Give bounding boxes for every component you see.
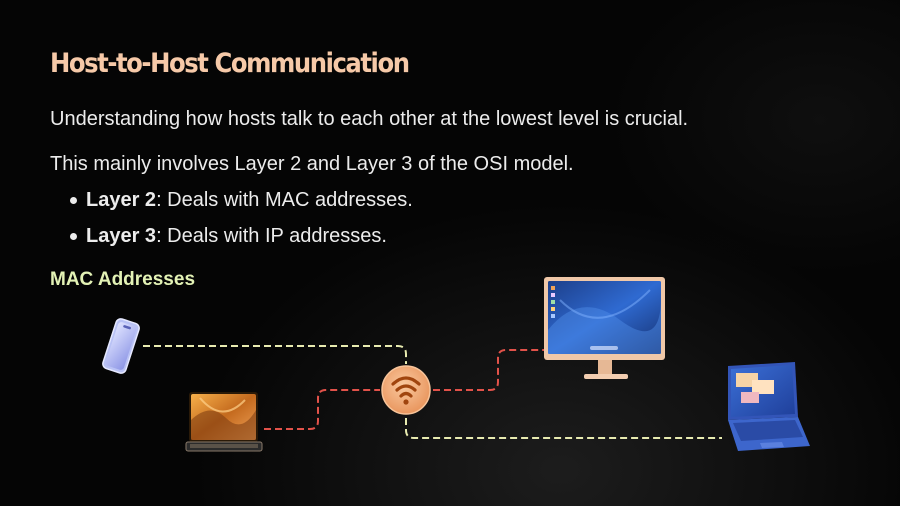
layer-2-label: Layer 2 <box>86 189 157 211</box>
layer-list: Layer 2: Deals with MAC addresses. Layer… <box>70 188 413 260</box>
list-item: Layer 3: Deals with IP addresses. <box>70 224 413 260</box>
tablet-icon <box>185 392 263 452</box>
layer-3-label: Layer 3 <box>86 225 157 247</box>
link-router-laptop <box>405 418 722 439</box>
layer-3-text: : Deals with IP addresses. <box>156 225 387 247</box>
link-phone-router <box>143 345 407 364</box>
intro-paragraph: Understanding how hosts talk to each oth… <box>50 108 689 130</box>
slide-title: Host-to-Host Communication <box>50 48 410 79</box>
link-tablet-router <box>264 389 380 430</box>
link-router-desktop <box>433 349 546 391</box>
wifi-router-icon <box>381 365 431 415</box>
laptop-icon <box>728 362 810 451</box>
list-item: Layer 2: Deals with MAC addresses. <box>70 188 413 224</box>
mac-addresses-heading: MAC Addresses <box>50 269 196 290</box>
layer-2-text: : Deals with MAC addresses. <box>156 189 413 211</box>
desktop-monitor-icon <box>544 277 665 379</box>
layers-paragraph: This mainly involves Layer 2 and Layer 3… <box>50 153 574 175</box>
smartphone-icon <box>102 318 140 374</box>
